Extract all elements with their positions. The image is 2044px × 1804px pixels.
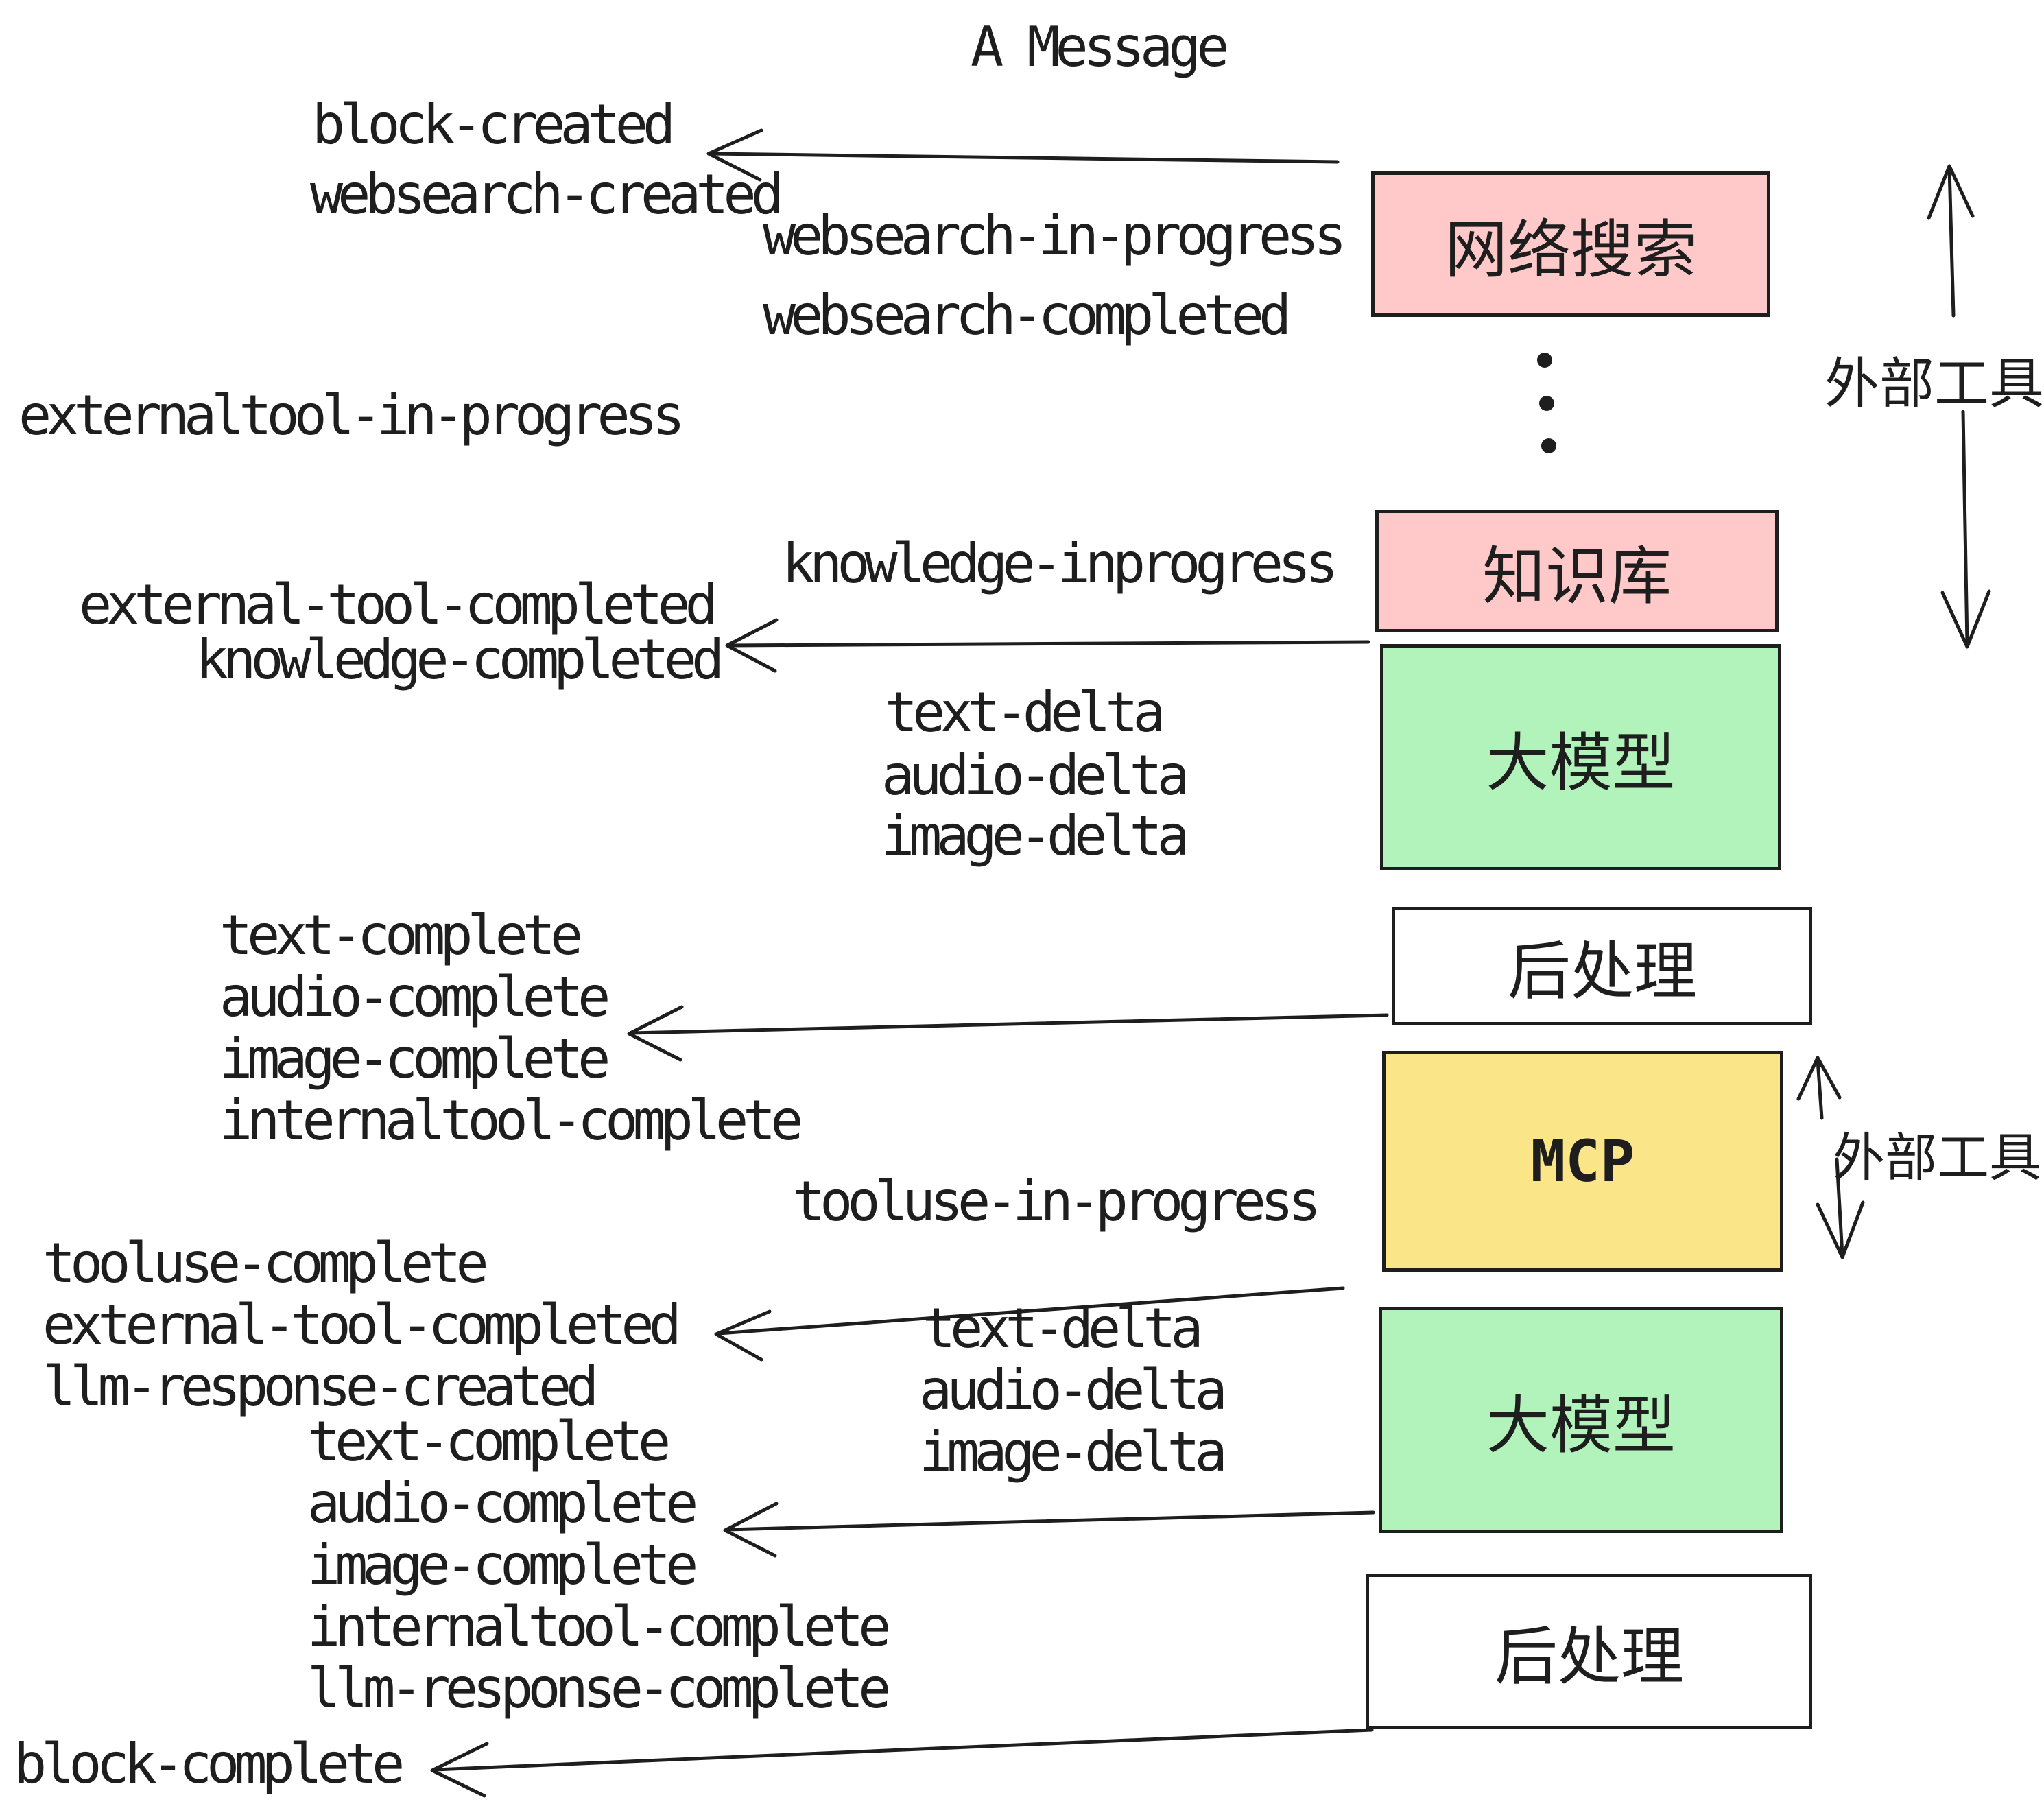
- box-mcp: MCP: [1382, 1051, 1783, 1272]
- label-knowledge-completed: knowledge-completed: [195, 628, 724, 691]
- box-llm-2: 大模型: [1379, 1307, 1783, 1533]
- label-block-complete: block-complete: [14, 1732, 405, 1796]
- arrow-audio-complete-2: [723, 1502, 1375, 1558]
- box-llm-1-label: 大模型: [1486, 728, 1676, 798]
- arrow-external-tools-top-up: [1927, 164, 1975, 318]
- label-websearch-created: websearch-created: [310, 163, 784, 226]
- arrow-tooluse-complete: [714, 1286, 1345, 1362]
- box-postprocess-2-label: 后处理: [1494, 1622, 1684, 1692]
- box-websearch: 网络搜索: [1371, 171, 1770, 317]
- arrow-external-tools-top-down: [1940, 410, 1991, 649]
- label-text-complete-1: text-complete: [219, 903, 583, 967]
- arrow-external-tools-mcp-down: [1816, 1157, 1865, 1259]
- box-knowledge-label: 知识库: [1482, 542, 1672, 612]
- box-postprocess-2: 后处理: [1366, 1574, 1812, 1729]
- label-image-delta-2: image-delta: [919, 1420, 1228, 1484]
- label-external-tool-completed: external-tool-completed: [79, 573, 718, 637]
- box-knowledge: 知识库: [1375, 510, 1779, 632]
- label-external-tool-completed-2: external-tool-completed: [43, 1293, 682, 1357]
- ellipsis-dots: [1537, 353, 1556, 453]
- box-llm-2-label: 大模型: [1486, 1390, 1676, 1461]
- label-text-delta-2: text-delta: [923, 1296, 1204, 1360]
- label-llm-response-created: llm-response-created: [43, 1355, 599, 1419]
- label-websearch-completed: websearch-completed: [763, 283, 1292, 347]
- arrow-image-complete: [627, 1005, 1389, 1062]
- label-text-delta-1: text-delta: [885, 680, 1166, 744]
- label-text-complete-2: text-complete: [307, 1410, 671, 1473]
- label-audio-complete-2: audio-complete: [307, 1471, 698, 1535]
- box-websearch-label: 网络搜索: [1444, 215, 1697, 285]
- arrow-block-complete: [430, 1728, 1374, 1798]
- annotation-external-tools-top: 外部工具: [1825, 353, 2044, 414]
- label-image-complete-2: image-complete: [307, 1533, 698, 1597]
- label-audio-complete-1: audio-complete: [219, 965, 610, 1029]
- diagram-title: A Message: [971, 15, 1229, 79]
- box-postprocess-1: 后处理: [1392, 907, 1812, 1025]
- label-audio-delta-2: audio-delta: [919, 1358, 1228, 1422]
- label-tooluse-complete: tooluse-complete: [43, 1231, 489, 1295]
- label-knowledge-inprogress: knowledge-inprogress: [782, 532, 1338, 595]
- label-internaltool-complete-1: internaltool-complete: [219, 1089, 803, 1152]
- label-externaltool-in-progress: externaltool-in-progress: [19, 383, 685, 447]
- box-postprocess-1-label: 后处理: [1507, 936, 1697, 1007]
- label-block-created: block-created: [312, 93, 676, 156]
- label-audio-delta-1: audio-delta: [881, 744, 1190, 807]
- arrow-websearch-created: [706, 128, 1340, 182]
- label-image-delta-1: image-delta: [881, 804, 1190, 868]
- label-image-complete-1: image-complete: [219, 1027, 610, 1091]
- arrow-knowledge-completed: [725, 618, 1370, 673]
- label-internaltool-complete-2: internaltool-complete: [307, 1595, 891, 1659]
- label-tooluse-in-progress: tooluse-in-progress: [792, 1170, 1321, 1233]
- label-websearch-in-progress: websearch-in-progress: [763, 204, 1346, 268]
- arrow-external-tools-mcp-up: [1796, 1056, 1842, 1120]
- box-mcp-label: MCP: [1530, 1128, 1635, 1195]
- label-llm-response-complete: llm-response-complete: [307, 1657, 891, 1720]
- box-llm-1: 大模型: [1380, 644, 1781, 870]
- annotation-external-tools-mcp: 外部工具: [1833, 1129, 2041, 1187]
